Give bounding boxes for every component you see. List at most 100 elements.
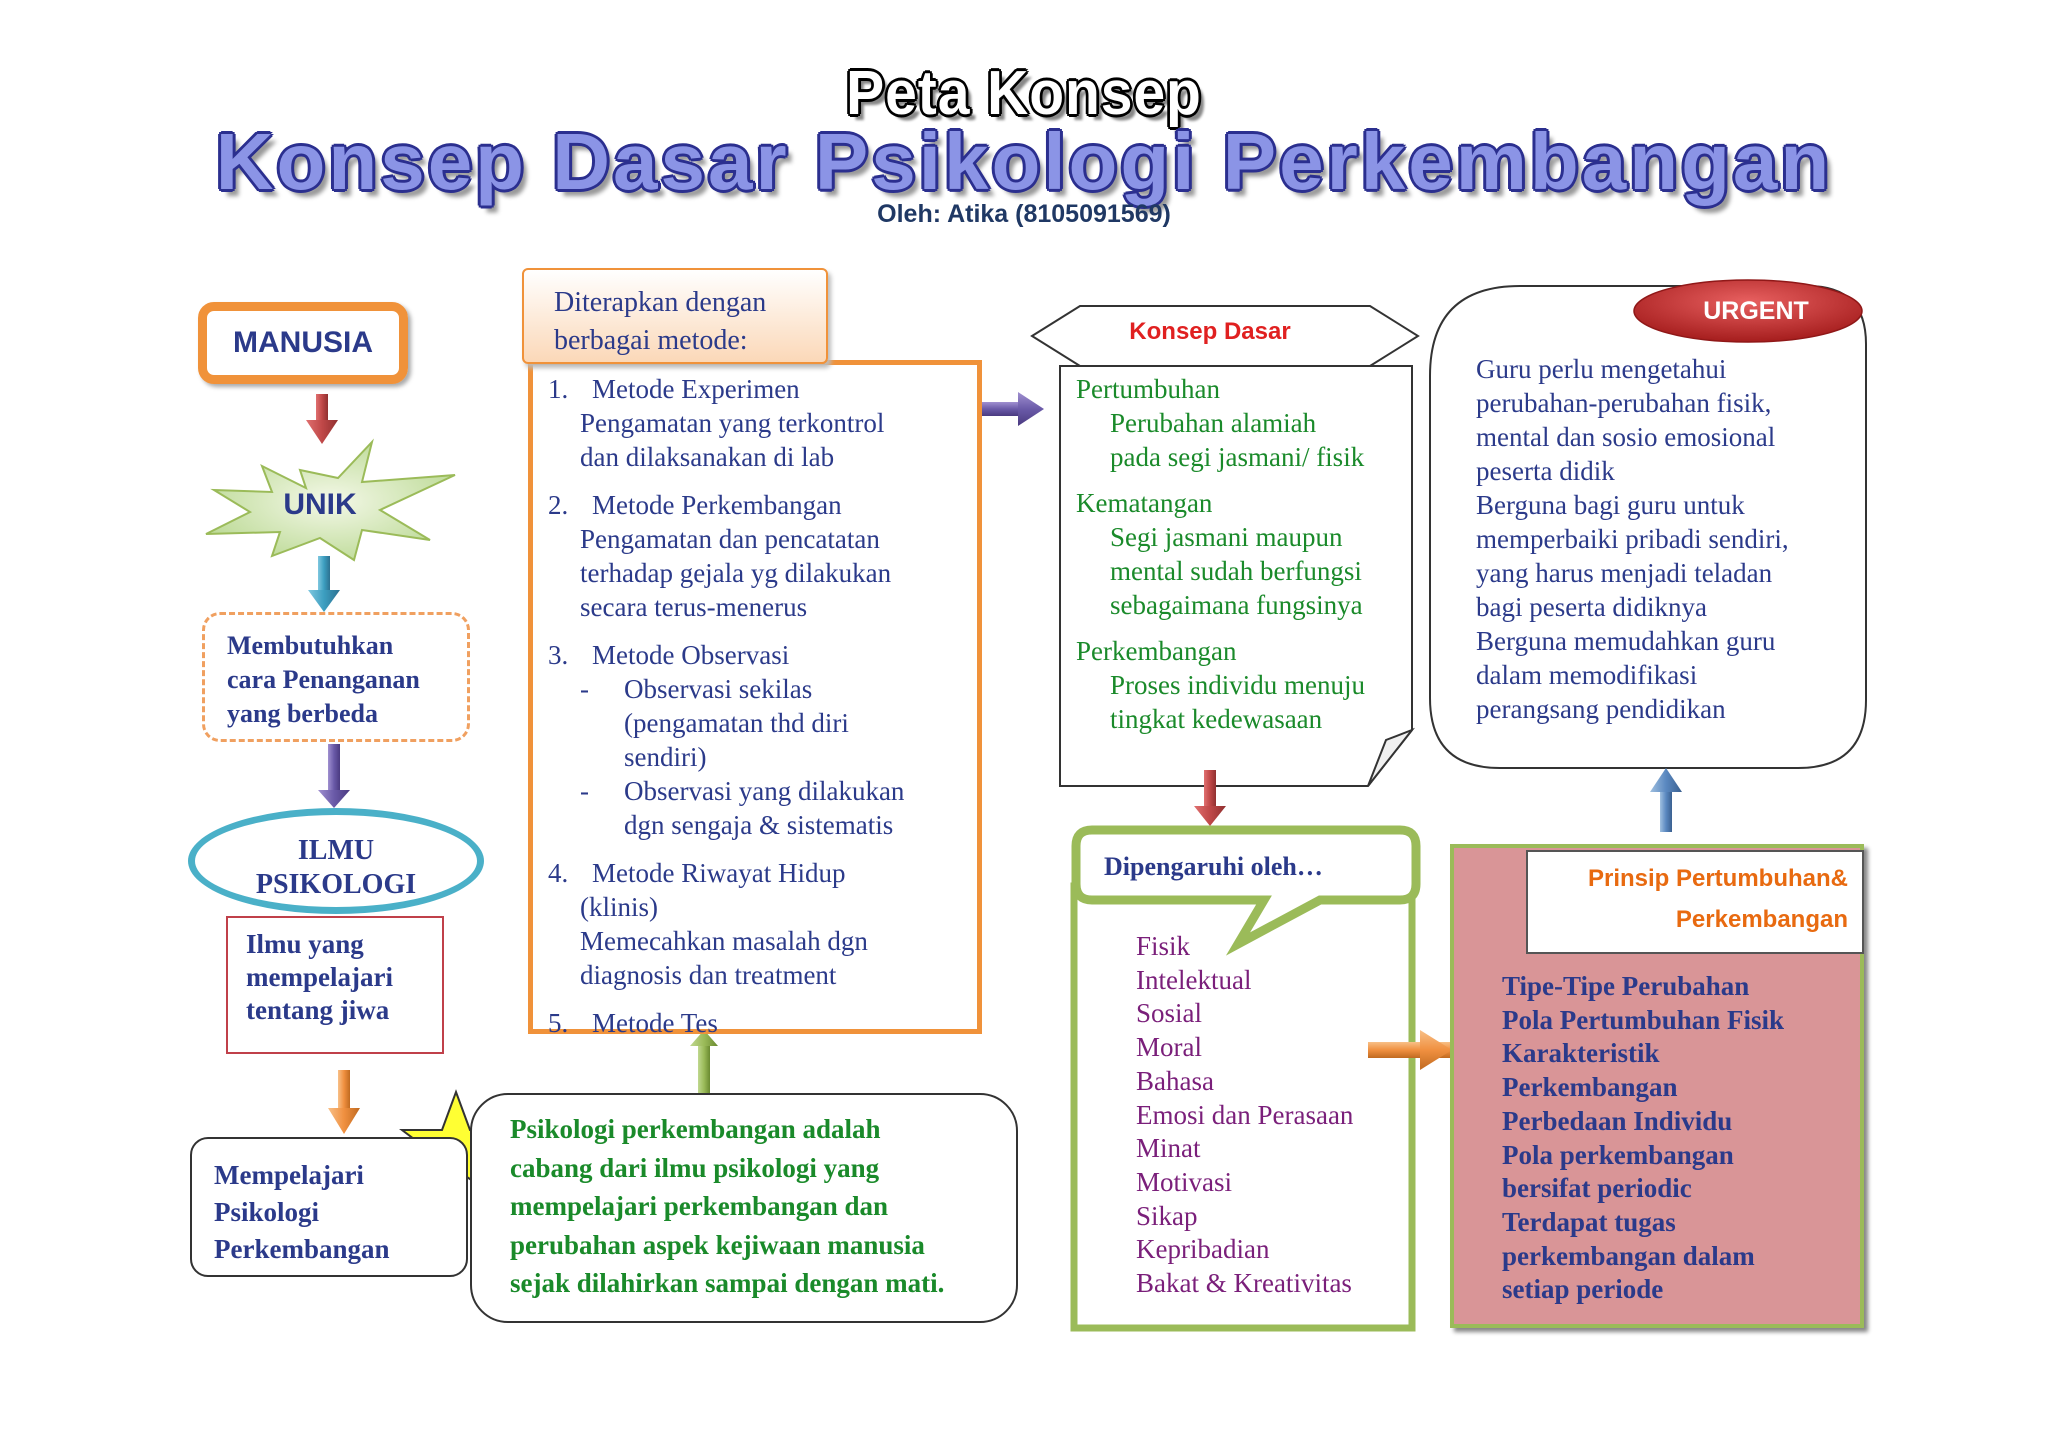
method-desc: Pengamatan yang terkontrol — [580, 408, 885, 438]
principle-line: bersifat periodic — [1502, 1173, 1692, 1204]
principle-line: Tipe-Tipe Perubahan — [1502, 971, 1750, 1001]
arrow-up-blue — [1650, 768, 1682, 832]
methods-list: 1.Metode Experimen Pengamatan yang terko… — [548, 372, 968, 1038]
concept-heading: Perkembangan — [1076, 636, 1237, 666]
method-desc: sendiri) — [624, 742, 707, 772]
method-item: 5. Metode Tes — [548, 1006, 968, 1040]
page-title: Peta Konsep — [846, 59, 1202, 128]
principles-title-box — [1526, 850, 1864, 954]
urgent-line: Guru perlu mengetahui — [1476, 354, 1727, 384]
method-number: 3. — [548, 640, 569, 670]
node-ilmu-ellipse — [188, 808, 484, 914]
urgent-pill-shape — [1633, 279, 1863, 343]
principle-line: Perbedaan Individu — [1502, 1105, 1733, 1136]
bullet-dash: - — [580, 674, 589, 704]
concept-heading: Pertumbuhan — [1076, 374, 1220, 404]
urgent-text: Guru perlu mengetahui perubahan-perubaha… — [1476, 352, 1866, 726]
principle-line: Terdapat tugas — [1502, 1206, 1676, 1237]
method-title: Metode Tes — [592, 1008, 718, 1038]
node-text-line: Ilmu yang — [246, 929, 364, 959]
arrow-down-orange — [328, 1070, 360, 1134]
concept-line: Perubahan alamiah — [1110, 408, 1317, 438]
principle-line: perkembangan dalam — [1502, 1240, 1755, 1271]
arrow-right-purple — [980, 392, 1044, 426]
arrow-down-blue — [308, 556, 340, 612]
node-text-line: PSIKOLOGI — [255, 869, 417, 900]
definition-text: Psikologi perkembangan adalah cabang dar… — [510, 1110, 1010, 1303]
node-text-line: tentang jiwa — [246, 995, 390, 1025]
arrow-down-red — [306, 394, 338, 444]
urgent-line: memperbaiki pribadi sendiri, — [1476, 524, 1789, 554]
method-desc: dan dilaksanakan di lab — [580, 442, 835, 472]
urgent-line: perangsang pendidikan — [1476, 694, 1726, 724]
node-text-line: Membutuhkan — [227, 631, 394, 660]
factor-item: Motivasi — [1136, 1166, 1233, 1197]
arrow-up-green — [690, 1030, 718, 1094]
method-desc: secara terus-menerus — [580, 592, 808, 622]
method-number: 1. — [548, 374, 569, 404]
method-desc: diagnosis dan treatment — [580, 960, 837, 990]
factor-item: Bahasa — [1136, 1065, 1214, 1096]
principle-line: setiap periode — [1502, 1274, 1664, 1305]
arrow-right-orange — [1368, 1030, 1452, 1070]
concept-line: tingkat kedewasaan — [1110, 704, 1323, 734]
speech-bubble-shape — [1071, 825, 1421, 956]
urgent-badge: URGENT — [1703, 296, 1809, 325]
concept-line: sebagaimana fungsinya — [1110, 590, 1363, 620]
page-subtitle: Konsep Dasar Psikologi Perkembangan — [215, 117, 1833, 206]
node-text-line: cara Penanganan — [227, 665, 420, 694]
heading-line: berbagai metode: — [554, 325, 748, 356]
factor-item: Kepribadian — [1136, 1234, 1270, 1265]
method-number: 4. — [548, 858, 569, 888]
method-desc: (klinis) — [580, 892, 658, 922]
method-item: 1.Metode Experimen Pengamatan yang terko… — [548, 372, 968, 474]
factor-item: Intelektual — [1136, 964, 1252, 995]
node-text-line: Psikologi — [214, 1197, 320, 1227]
definition-line: mempelajari perkembangan dan — [510, 1191, 888, 1221]
method-number: 5. — [548, 1008, 569, 1038]
principle-line: Pola perkembangan — [1502, 1139, 1734, 1170]
method-desc: dgn sengaja & sistematis — [624, 810, 894, 840]
method-desc: Memecahkan masalah dgn — [580, 926, 868, 956]
node-unik-label: UNIK — [283, 488, 357, 521]
concept-line: mental sudah berfungsi — [1110, 556, 1362, 586]
method-item: 4.Metode Riwayat Hidup (klinis) Memecahk… — [548, 856, 968, 992]
principles-title: Prinsip Pertumbuhan& Perkembangan — [1526, 858, 1848, 940]
method-item: 3.Metode Observasi - Observasi sekilas(p… — [548, 638, 968, 842]
urgent-line: perubahan-perubahan fisik, — [1476, 388, 1772, 418]
definition-line: cabang dari ilmu psikologi yang — [510, 1152, 880, 1183]
urgent-line: yang harus menjadi teladan — [1476, 558, 1773, 588]
factor-item: Fisik — [1136, 931, 1191, 961]
principle-line: Perkembangan — [1502, 1072, 1678, 1103]
urgent-line: mental dan sosio emosional — [1476, 422, 1776, 452]
method-item: 2.Metode Perkembangan Pengamatan dan pen… — [548, 488, 968, 624]
definition-box — [470, 1093, 1018, 1323]
factor-item: Emosi dan Perasaan — [1136, 1099, 1354, 1130]
concept-heading: Kematangan — [1076, 488, 1213, 518]
method-number: 2. — [548, 490, 569, 520]
concept-desc: Perubahan alamiah pada segi jasmani/ fisi… — [1076, 406, 1406, 474]
method-desc: terhadap gejala yg dilakukan — [580, 558, 892, 588]
methods-heading-scroll: Diterapkan dengan berbagai metode: — [522, 268, 828, 364]
principles-list: Tipe-Tipe Perubahan Pola Pertumbuhan Fis… — [1502, 970, 1842, 1307]
node-text-line: Mempelajari — [214, 1160, 364, 1190]
principle-line: Karakteristik — [1502, 1038, 1660, 1069]
factor-item: Sosial — [1136, 998, 1203, 1029]
method-desc: Observasi sekilas — [624, 674, 813, 704]
title-line: Perkembangan — [1675, 906, 1848, 933]
urgent-box-shape — [1429, 285, 1867, 769]
urgent-line: Berguna bagi guru untuk — [1476, 490, 1745, 520]
factor-item: Minat — [1136, 1133, 1201, 1164]
heading-line: Diterapkan dengan — [554, 287, 767, 318]
urgent-line: Berguna memudahkan guru — [1476, 626, 1776, 656]
method-title: Metode Perkembangan — [592, 490, 842, 520]
node-text-line: ILMU — [297, 835, 375, 866]
definition-line: Psikologi perkembangan adalah — [510, 1114, 881, 1144]
urgent-line: bagi peserta didiknya — [1476, 592, 1707, 622]
factors-label: Dipengaruhi oleh… — [1104, 852, 1323, 881]
concept-line: pada segi jasmani/ fisik — [1110, 442, 1365, 472]
